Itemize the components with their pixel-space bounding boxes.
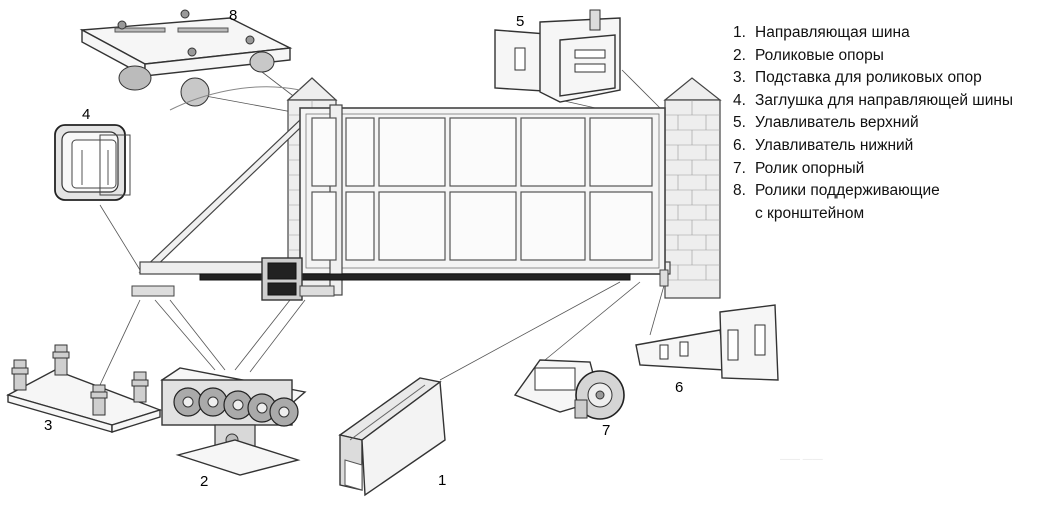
connector-lines [99,69,666,386]
legend-item-number: 5. [733,114,746,132]
legend-item: 1. Направляющая шина [733,22,1013,45]
legend-item-number: 2. [733,46,746,64]
part-1-guide-rail [338,377,446,497]
legend-item-text-multiline: Ролики поддерживающие с кронштейном [755,180,940,225]
part-7-support-roller [513,359,625,420]
legend-item-text: Подставка для роликовых опор [755,69,982,87]
callout-4: 4 [82,106,90,123]
legend-item-text: Заглушка для направляющей шины [755,91,1014,109]
part-3-mounting-plate [6,344,163,433]
legend-item-text: Роликовые опоры [755,46,884,64]
legend-item-text: Улавливатель нижний [755,136,914,154]
legend-item: 6. Улавливатель нижний [733,135,1013,158]
legend-item: 3. Подставка для роликовых опор [733,67,1013,90]
legend-item: 2. Роликовые опоры [733,45,1013,68]
legend-item-number: 3. [733,69,746,87]
legend-item: 7. Ролик опорный [733,158,1013,181]
legend-item-text: Ролики поддерживающие [755,182,940,200]
legend-item: 5. Улавливатель верхний [733,112,1013,135]
callout-2: 2 [200,473,208,490]
legend-item: 4. Заглушка для направляющей шины [733,90,1013,113]
callout-5: 5 [516,13,524,30]
legend-item-text: Улавливатель верхний [755,114,919,132]
callout-8: 8 [229,7,237,24]
legend-item-text-continued: с кронштейном [755,204,865,222]
part-6-lower-catcher [635,304,779,381]
parts-legend: 1. Направляющая шина 2. Роликовые опоры … [733,22,1013,225]
part-5-upper-catcher [494,9,621,103]
right-pillar [663,77,722,299]
callout-7: 7 [602,422,610,439]
watermark: —— —— [780,454,823,465]
legend-item-text: Ролик опорный [755,159,865,177]
part-2-roller-carriage [160,367,307,476]
legend-item-number: 6. [733,136,746,154]
legend-item-number: 7. [733,159,746,177]
part-4-end-cap [54,124,131,201]
part-8-support-rollers [79,9,301,111]
legend-item-number: 1. [733,24,746,41]
legend-item-text: Направляющая шина [755,24,910,41]
legend-item: 8. Ролики поддерживающие с кронштейном [733,180,1013,225]
callout-6: 6 [675,379,683,396]
gate-leaf [131,104,671,301]
callout-labels: 8 5 4 3 2 1 7 6 [44,7,683,490]
legend-item-number: 8. [733,182,746,200]
svg-text:—— ——: —— —— [780,454,823,465]
legend-item-number: 4. [733,91,746,109]
callout-3: 3 [44,417,52,434]
callout-1: 1 [438,472,446,489]
